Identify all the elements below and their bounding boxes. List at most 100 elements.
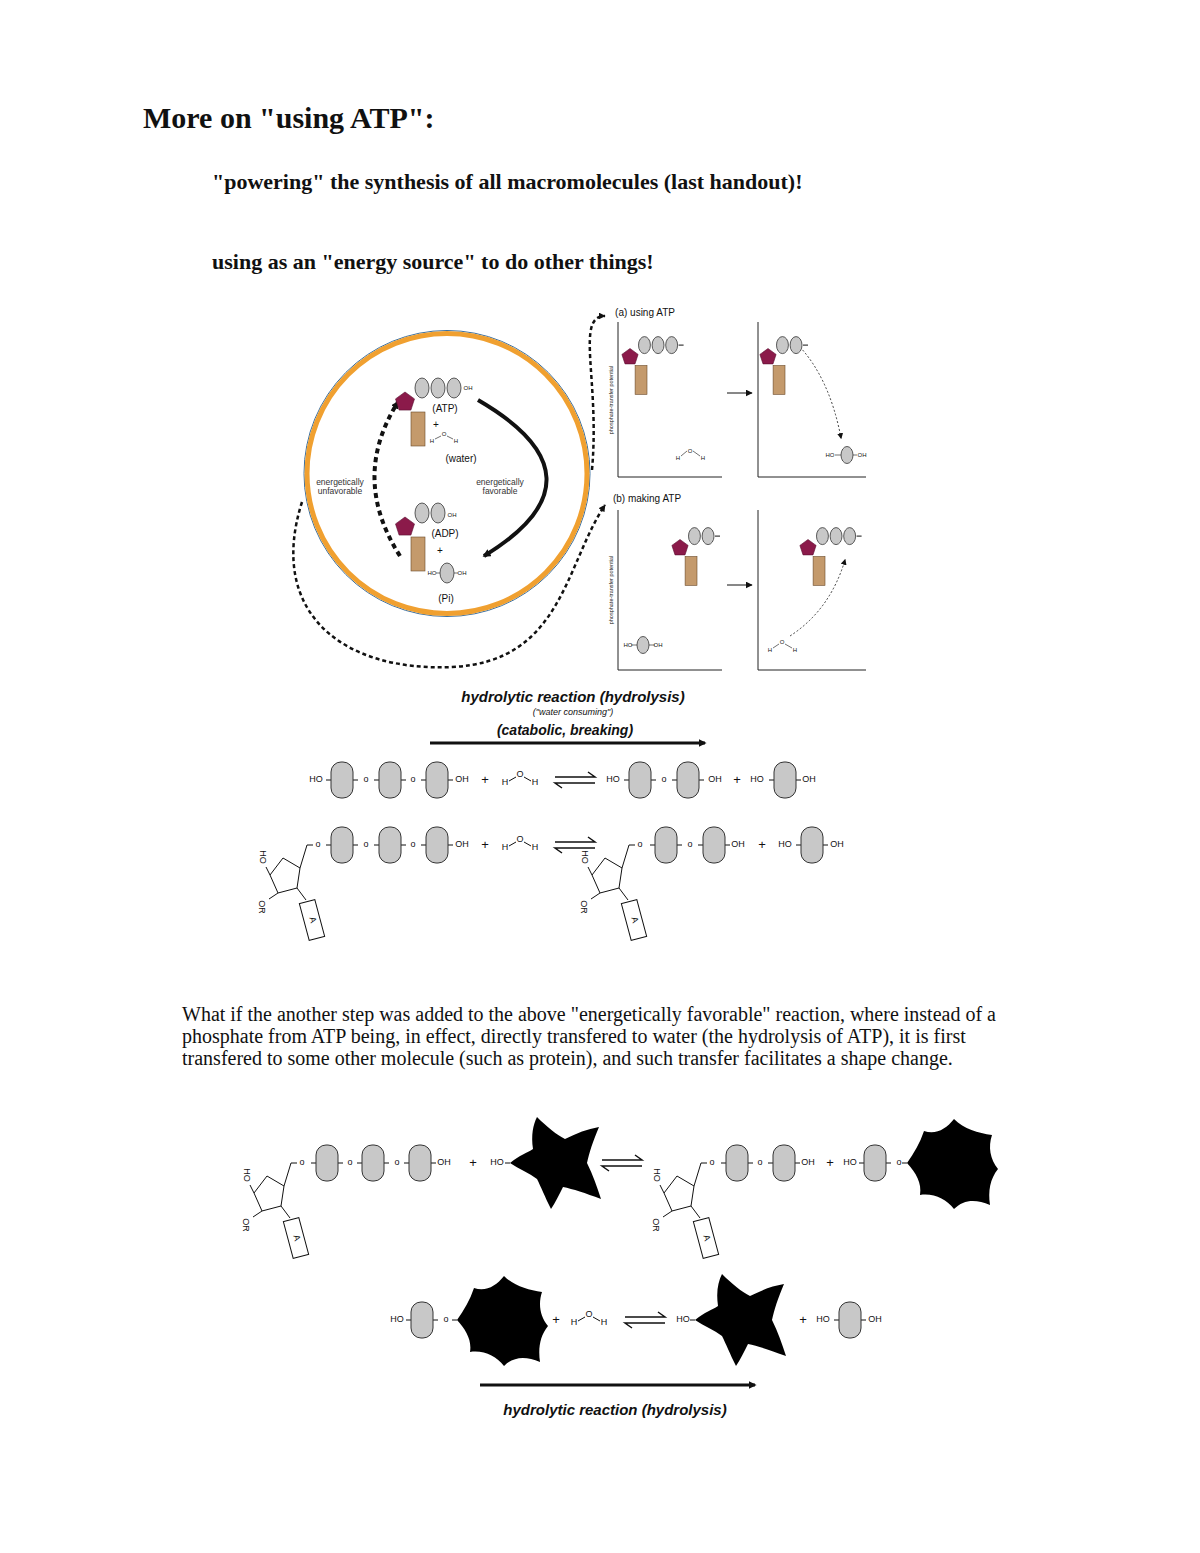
bond [326, 780, 331, 781]
phosphate-oval [817, 528, 829, 545]
node-text: OH [448, 512, 457, 519]
connector [727, 393, 752, 394]
node-text: (ATP) [432, 403, 457, 414]
protein-shape [695, 1274, 786, 1366]
chem-label: o [757, 1158, 762, 1168]
phosphate-oval [426, 762, 448, 798]
bond [404, 1163, 409, 1164]
bond [834, 1320, 839, 1321]
phosphate-oval [409, 1145, 431, 1181]
bond [266, 867, 270, 875]
bond [311, 1163, 316, 1164]
phosphate-oval [362, 1145, 384, 1181]
chem-label: o [299, 1158, 304, 1168]
adenine-block [635, 366, 647, 395]
ribose-pentagon [396, 517, 415, 535]
charge-dash [857, 536, 862, 537]
plus-sign: + [552, 1313, 560, 1327]
bond [663, 1211, 672, 1217]
node-text: (ADP) [431, 528, 458, 539]
bond [374, 845, 379, 846]
bond [421, 780, 426, 781]
node-text: H [768, 647, 772, 654]
adenine-block [773, 366, 785, 395]
phosphate-oval [774, 762, 796, 798]
node-text: HO [428, 570, 437, 577]
phosphate-oval [777, 337, 789, 354]
reaction-title: hydrolytic reaction (hydrolysis) [461, 689, 684, 706]
bond [374, 780, 379, 781]
bond [431, 1163, 436, 1164]
ribose-ring [664, 1176, 694, 1211]
chem-label: o [410, 775, 415, 785]
phosphate-oval [703, 827, 725, 863]
panel-axes [758, 510, 866, 670]
chem-label: OH [455, 775, 469, 785]
node-text: (Pi) [438, 593, 454, 604]
ribose-ring [592, 858, 622, 893]
phosphate-oval [689, 528, 701, 545]
phosphate-oval [379, 762, 401, 798]
reaction-note: ("water consuming") [533, 708, 613, 718]
chem-label: HO [309, 775, 323, 785]
phosphate-oval [677, 762, 699, 798]
phosphate-oval [629, 762, 651, 798]
unfavorable-arc [374, 402, 400, 556]
chem-label: HO [390, 1315, 404, 1325]
bond [353, 780, 358, 781]
bond [338, 1163, 343, 1164]
phosphate-oval [440, 563, 454, 583]
chem-label: o [363, 775, 368, 785]
adenine-block [813, 557, 825, 586]
chem-label: OH [801, 1158, 815, 1168]
chem-label: HO [816, 1315, 830, 1325]
chem-label: o [637, 840, 642, 850]
bond [699, 780, 704, 781]
chem-label: HO [750, 775, 764, 785]
phosphate-oval [415, 503, 429, 523]
node-text: HO [624, 642, 633, 649]
chem-label: HO [606, 775, 620, 785]
chem-label: o [363, 840, 368, 850]
bond [353, 845, 358, 846]
chem-label: HO [579, 850, 589, 864]
equilibrium-arrows [555, 772, 595, 788]
bond [691, 1206, 700, 1218]
chem-label: H [601, 1318, 608, 1328]
phosphate-oval [702, 528, 714, 545]
node-text: OH [654, 642, 663, 649]
bond [452, 1320, 457, 1321]
chem-label: HO [241, 1168, 251, 1182]
chem-label: OH [830, 840, 844, 850]
bond [269, 893, 278, 899]
bond [796, 780, 801, 781]
protein-shape [907, 1119, 998, 1209]
plus-sign: + [481, 773, 489, 787]
phosphate-oval [844, 528, 856, 545]
circle-outline [302, 327, 592, 620]
ribose-pentagon [760, 349, 776, 364]
phosphate-oval [773, 1145, 795, 1181]
chem-label: OH [708, 775, 722, 785]
chem-label: HO [257, 850, 267, 864]
bond [300, 845, 313, 868]
phosphate-oval [379, 827, 401, 863]
phosphate-oval [841, 447, 853, 464]
chem-label: O [516, 770, 523, 780]
plus-sign: + [469, 1156, 477, 1170]
reaction-title: hydrolytic reaction (hydrolysis) [503, 1402, 726, 1419]
panel-axes [618, 510, 722, 670]
bond [660, 1185, 664, 1193]
body-paragraph: What if the another step was added to th… [182, 1003, 1042, 1069]
equilibrium-arrows [555, 837, 595, 853]
bond [578, 1317, 585, 1321]
charge-dash [803, 345, 808, 346]
chem-label: OH [455, 840, 469, 850]
ribose-pentagon [396, 392, 415, 410]
node-text: (a) using ATP [615, 307, 675, 318]
protein-shape [510, 1117, 601, 1209]
connector [727, 585, 752, 586]
adenine-block [411, 537, 425, 571]
chem-label: o [315, 840, 320, 850]
plus-sign: + [826, 1156, 834, 1170]
